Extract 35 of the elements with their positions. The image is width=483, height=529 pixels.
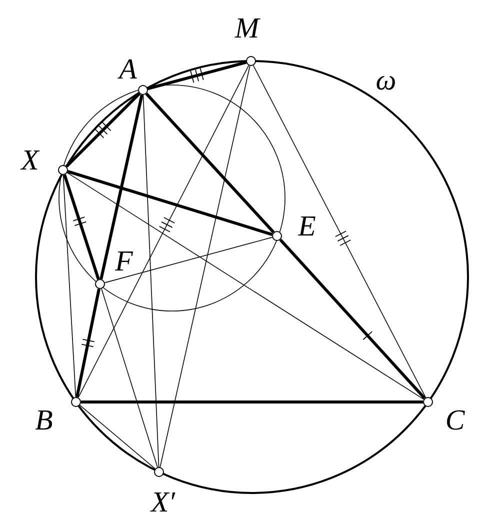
point-label: X (21, 146, 39, 176)
point-marker (423, 397, 433, 407)
point-marker (138, 85, 148, 95)
point-label: A (119, 56, 137, 84)
line-segment (78, 65, 250, 398)
point-label: F (115, 248, 133, 276)
point-marker (154, 467, 164, 477)
line-segment (279, 238, 426, 400)
line-segment (104, 236, 273, 284)
line-segment (147, 60, 247, 90)
line-segment (76, 288, 100, 398)
line-segment (67, 170, 273, 236)
line-segment (62, 174, 76, 398)
line-segment (100, 94, 144, 280)
line-segment (101, 288, 158, 468)
line-segment (142, 94, 160, 468)
line-segment (79, 404, 156, 470)
point-marker (95, 279, 105, 289)
point-marker (71, 397, 81, 407)
line-segment (63, 174, 100, 280)
point-label: X′ (150, 488, 176, 518)
point-label: B (35, 406, 53, 436)
line-segment (252, 65, 426, 398)
circle-label: ω (376, 66, 396, 96)
line-segment (145, 92, 275, 234)
point-marker (272, 231, 282, 241)
point-marker (58, 165, 68, 175)
point-marker (246, 56, 256, 66)
point-label: M (234, 14, 260, 44)
line-segment (160, 65, 250, 468)
point-label: C (445, 406, 465, 436)
line-segment (81, 400, 423, 404)
point-label: E (298, 212, 316, 242)
line-segment (66, 172, 424, 400)
line-segment (65, 92, 141, 168)
